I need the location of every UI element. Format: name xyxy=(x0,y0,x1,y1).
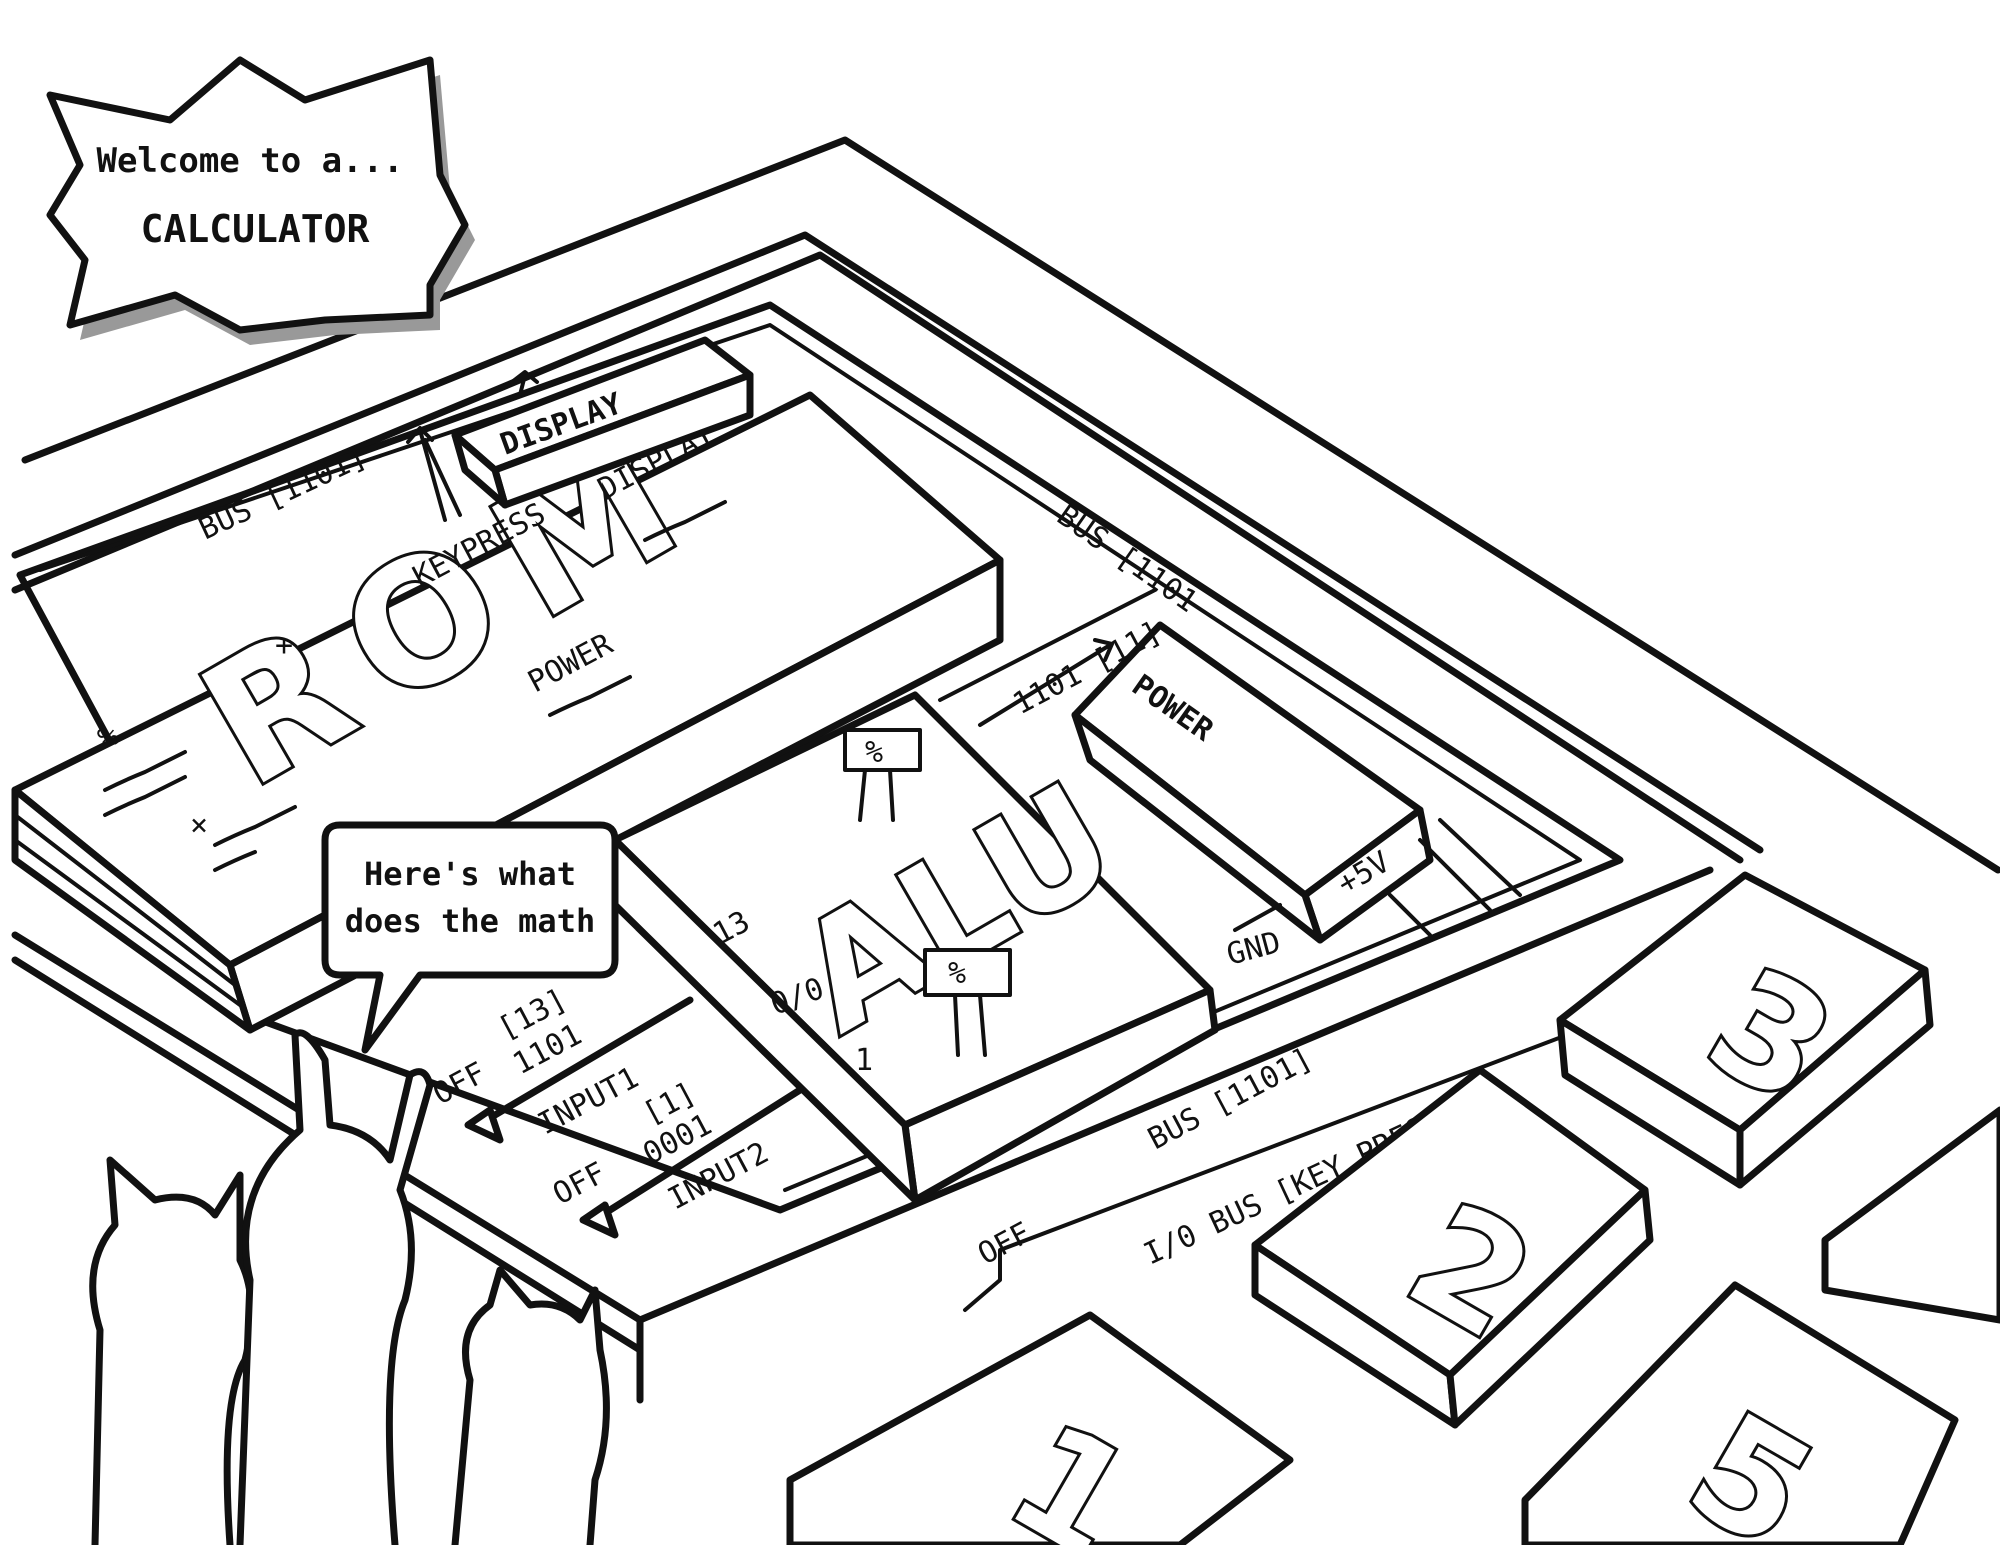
alu-percent-top: % xyxy=(865,735,883,770)
alu-note-one: 1 xyxy=(855,1043,873,1078)
burst-line1: Welcome to a... xyxy=(96,141,403,181)
rom-note-times: × xyxy=(190,808,208,843)
key-edge-right xyxy=(1825,1110,2000,1320)
bus-label-top-left: BUS [1101] xyxy=(194,439,372,547)
key-3: 3 xyxy=(1560,875,1930,1185)
key-5: 5 xyxy=(1525,1285,1955,1545)
bus-label-top-right: BUS [1101 xyxy=(1050,498,1203,620)
alu-percent-tag-bottom xyxy=(925,950,1010,995)
key-1: 1 xyxy=(790,1315,1290,1545)
burst-line2: CALCULATOR xyxy=(141,207,370,251)
rom-note-plus: + xyxy=(275,628,293,663)
io-off: OFF xyxy=(972,1216,1036,1272)
viewer-silhouettes xyxy=(93,1033,607,1545)
key-2: 2 xyxy=(1255,1070,1650,1425)
speech-bubble: Here's what does the math xyxy=(325,825,615,1050)
speech-line2: does the math xyxy=(345,902,595,940)
input1-label: INPUT1 xyxy=(532,1060,644,1142)
speech-line1: Here's what xyxy=(364,855,576,893)
alu-percent-bottom: % xyxy=(948,956,966,991)
power-pin-gnd: GND xyxy=(1223,925,1284,973)
welcome-burst: Welcome to a... CALCULATOR xyxy=(50,60,475,345)
